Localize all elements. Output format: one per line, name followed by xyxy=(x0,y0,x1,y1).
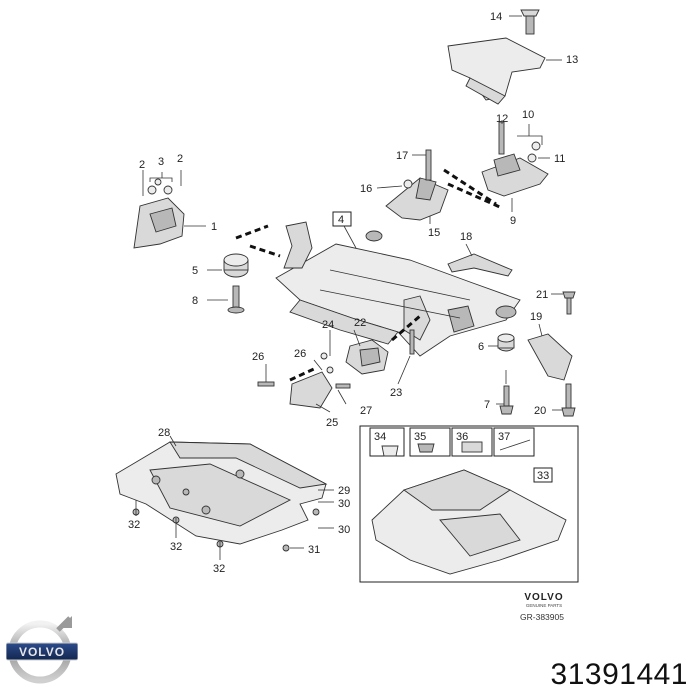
callout-6: 6 xyxy=(478,341,484,353)
callout-27: 27 xyxy=(360,405,372,417)
callout-17: 17 xyxy=(396,150,408,162)
callout-13: 13 xyxy=(566,54,578,66)
callout-15: 15 xyxy=(428,227,440,239)
callout-labels: 14 13 10 12 11 9 17 16 15 3 2 2 1 4 18 5… xyxy=(128,11,578,575)
callout-26-right: 26 xyxy=(294,348,306,360)
part-number: 31391441 xyxy=(550,658,688,691)
callout-31: 31 xyxy=(308,544,320,556)
callout-30-bottom: 30 xyxy=(338,524,350,536)
callout-28: 28 xyxy=(158,427,170,439)
callout-21: 21 xyxy=(536,289,548,301)
callout-1: 1 xyxy=(211,221,217,233)
callout-30-top: 30 xyxy=(338,498,350,510)
callout-19: 19 xyxy=(530,311,542,323)
callout-24: 24 xyxy=(322,319,334,331)
callout-14: 14 xyxy=(490,11,502,23)
upper-mount-bracket xyxy=(447,9,546,105)
callout-35: 35 xyxy=(414,431,426,443)
callout-18: 18 xyxy=(460,231,472,243)
callout-12: 12 xyxy=(496,113,508,125)
callout-22: 22 xyxy=(354,317,366,329)
callout-4: 4 xyxy=(338,214,344,226)
left-engine-mount xyxy=(133,178,185,249)
callout-9: 9 xyxy=(510,215,516,227)
drawing-reference: GR-383905 xyxy=(520,612,564,622)
callout-32-mid: 32 xyxy=(170,541,182,553)
callout-25: 25 xyxy=(326,417,338,429)
callout-32-left: 32 xyxy=(128,519,140,531)
callout-37: 37 xyxy=(498,431,510,443)
callout-20: 20 xyxy=(534,405,546,417)
callout-36: 36 xyxy=(456,431,468,443)
callout-23: 23 xyxy=(390,387,402,399)
genuine-parts-stamp: VOLVO GENUINE PARTS GR-383905 xyxy=(520,592,564,622)
callout-29: 29 xyxy=(338,485,350,497)
torque-rod-mount xyxy=(257,329,415,409)
callout-16: 16 xyxy=(360,183,372,195)
front-subframe xyxy=(275,221,521,357)
callout-33: 33 xyxy=(537,470,549,482)
callout-7: 7 xyxy=(484,399,490,411)
stamp-genuine-parts: GENUINE PARTS xyxy=(526,603,562,608)
inset-kit-parts xyxy=(369,427,567,575)
right-engine-mount xyxy=(481,121,549,197)
badge-text: VOLVO xyxy=(19,645,65,659)
callout-34: 34 xyxy=(374,431,386,443)
bracket-18 xyxy=(447,253,513,277)
callout-32-right: 32 xyxy=(213,563,225,575)
callout-8: 8 xyxy=(192,295,198,307)
stamp-logo-text: VOLVO xyxy=(524,592,563,603)
callout-2-left: 2 xyxy=(139,159,145,171)
callout-3: 3 xyxy=(158,156,164,168)
callout-2-right: 2 xyxy=(177,153,183,165)
engine-splash-shield xyxy=(115,441,328,552)
callout-26-left: 26 xyxy=(252,351,264,363)
callout-5: 5 xyxy=(192,265,198,277)
bushing-left xyxy=(223,253,249,314)
callout-10: 10 xyxy=(522,109,534,121)
volvo-logo-badge: VOLVO xyxy=(6,616,78,684)
callout-11: 11 xyxy=(554,153,565,165)
rear-bracket-19 xyxy=(497,291,576,417)
center-engine-mount xyxy=(385,149,449,221)
